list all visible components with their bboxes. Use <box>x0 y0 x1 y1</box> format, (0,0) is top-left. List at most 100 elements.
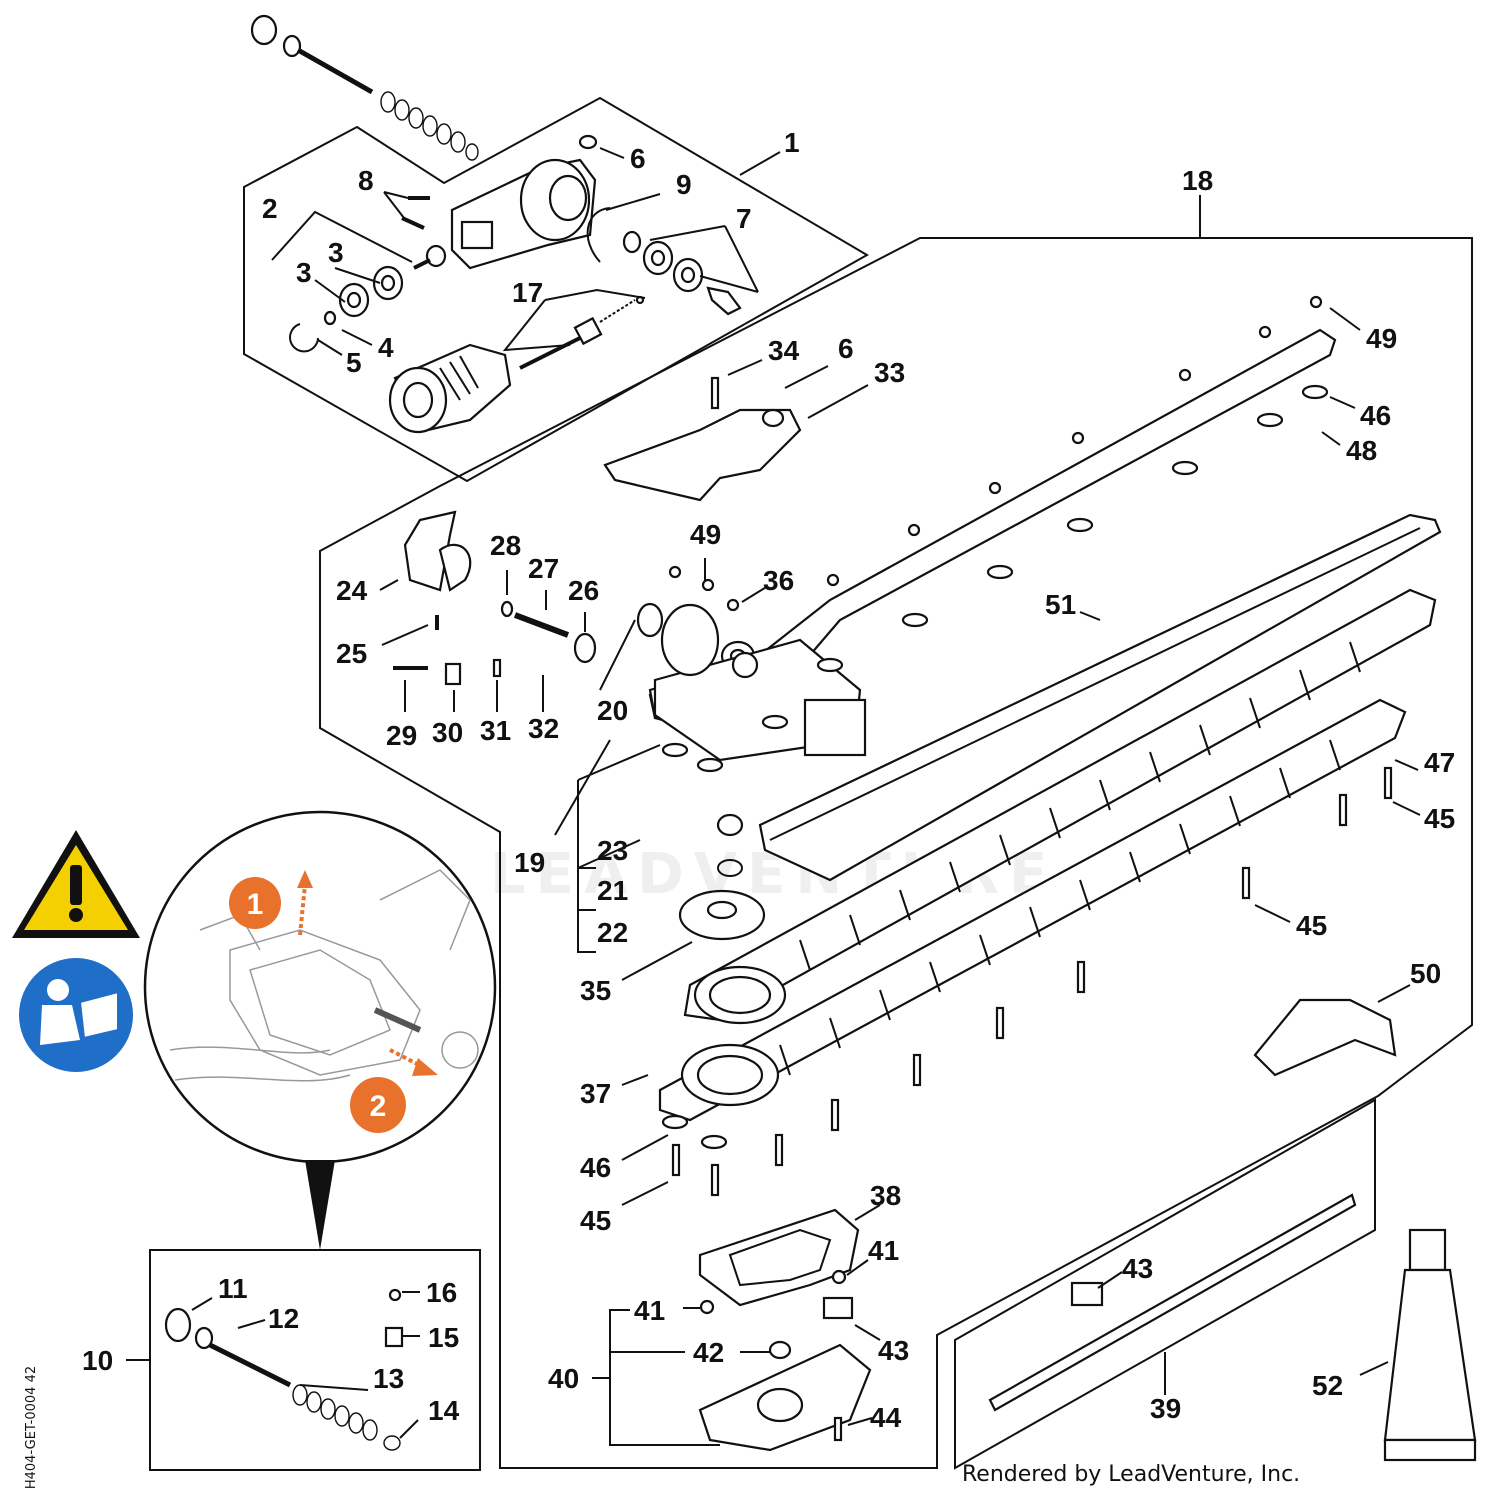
callout-19: 19 <box>514 847 545 878</box>
bearings-and-pins <box>289 196 742 353</box>
step-2-label: 2 <box>370 1090 387 1123</box>
cutter-leaders <box>379 195 1421 1446</box>
callout-26: 26 <box>568 575 599 606</box>
callout-23: 23 <box>597 835 628 866</box>
callout-40: 40 <box>548 1363 579 1394</box>
callout-16: 16 <box>426 1277 457 1308</box>
callout-34: 34 <box>768 335 800 366</box>
document-code: H404-GET-0004 <box>24 1386 40 1490</box>
credit-line: Rendered by LeadVenture, Inc. <box>962 1462 1301 1487</box>
callout-46b: 46 <box>580 1152 611 1183</box>
callout-1: 1 <box>784 127 800 158</box>
bracket-24 <box>403 510 472 592</box>
step-1-label: 1 <box>247 888 264 921</box>
callout-20: 20 <box>597 695 628 726</box>
gear-cover-40 <box>698 1269 872 1452</box>
screws-and-washers <box>661 295 1393 1197</box>
document-revision: 42 <box>24 1365 40 1383</box>
callout-38: 38 <box>870 1180 901 1211</box>
callout-7: 7 <box>736 203 752 234</box>
cutting-blades <box>658 588 1437 1122</box>
small-pins-group <box>393 600 597 686</box>
gear-housing <box>450 134 598 270</box>
callout-2: 2 <box>262 193 278 224</box>
callout-14: 14 <box>428 1395 460 1426</box>
callout-48: 48 <box>1346 435 1377 466</box>
callout-39: 39 <box>1150 1393 1181 1424</box>
callout-47: 47 <box>1424 747 1455 778</box>
callout-28: 28 <box>490 530 521 561</box>
gearbox-leaders <box>271 147 781 356</box>
callout-52: 52 <box>1312 1370 1343 1401</box>
drive-gear-20 <box>636 602 720 677</box>
callout-8: 8 <box>358 165 374 196</box>
callout-3a: 3 <box>328 237 344 268</box>
callout-35: 35 <box>580 975 611 1006</box>
callout-46a: 46 <box>1360 400 1391 431</box>
warning-triangle-icon <box>12 830 140 938</box>
kit-39-outline <box>954 1098 1376 1470</box>
callout-13: 13 <box>373 1363 404 1394</box>
detail-pointer <box>305 1160 335 1250</box>
kit-10-parts <box>126 1288 420 1451</box>
callout-3b: 3 <box>296 257 312 288</box>
read-manual-icon <box>19 958 133 1072</box>
callout-10: 10 <box>82 1345 113 1376</box>
callout-43b: 43 <box>878 1335 909 1366</box>
callout-6b: 6 <box>838 333 854 364</box>
callout-33: 33 <box>874 357 905 388</box>
callout-6a: 6 <box>630 143 646 174</box>
detail-view-circle: 1 2 <box>143 810 497 1250</box>
callout-12: 12 <box>268 1303 299 1334</box>
callout-31: 31 <box>480 715 511 746</box>
step-1-badge <box>229 877 281 929</box>
callout-numbers: 1 2 3 3 4 5 6 6 7 8 9 10 11 12 13 14 15 … <box>82 127 1455 1433</box>
callout-49b: 49 <box>690 519 721 550</box>
callout-50: 50 <box>1410 958 1441 989</box>
callout-11: 11 <box>218 1273 248 1304</box>
callout-30: 30 <box>432 717 463 748</box>
grease-tube-52 <box>1383 1228 1477 1462</box>
step-2-badge <box>350 1077 406 1133</box>
callout-18: 18 <box>1182 165 1213 196</box>
callout-36: 36 <box>763 565 794 596</box>
callout-21: 21 <box>597 875 628 906</box>
callout-17: 17 <box>512 277 543 308</box>
callout-32: 32 <box>528 713 559 744</box>
callout-27: 27 <box>528 553 559 584</box>
blade-guard-bar <box>758 513 1442 882</box>
callout-49a: 49 <box>1366 323 1397 354</box>
callout-42: 42 <box>693 1337 724 1368</box>
callout-25: 25 <box>336 638 367 669</box>
step-1-arrow <box>297 870 313 936</box>
clutch-drum <box>388 343 512 434</box>
gearbox-group-outline <box>243 96 870 483</box>
callout-15: 15 <box>428 1322 459 1353</box>
gasket-38 <box>698 1208 860 1307</box>
step-2-arrow <box>389 1048 438 1076</box>
gear-35 <box>678 813 766 941</box>
drive-shaft-17 <box>519 295 645 370</box>
shaft-assembly-top <box>250 14 479 161</box>
callout-45a: 45 <box>1424 803 1455 834</box>
callout-22: 22 <box>597 917 628 948</box>
callout-24: 24 <box>336 575 368 606</box>
callout-45b: 45 <box>1296 910 1327 941</box>
callout-4: 4 <box>378 332 394 363</box>
scabbard-strip-39 <box>988 1193 1357 1412</box>
callout-43a: 43 <box>1122 1253 1153 1284</box>
callout-41a: 41 <box>868 1235 899 1266</box>
document-id: H404-GET-0004 42 <box>24 1366 39 1489</box>
callout-5: 5 <box>346 347 362 378</box>
callout-29: 29 <box>386 720 417 751</box>
callout-44: 44 <box>870 1402 902 1433</box>
callout-45c: 45 <box>580 1205 611 1236</box>
callout-41b: 41 <box>634 1295 665 1326</box>
protective-shield-50 <box>1253 998 1397 1077</box>
cutter-assembly-outline <box>319 237 1473 1469</box>
callout-9: 9 <box>676 169 692 200</box>
callout-37: 37 <box>580 1078 611 1109</box>
handle-33 <box>603 408 802 502</box>
